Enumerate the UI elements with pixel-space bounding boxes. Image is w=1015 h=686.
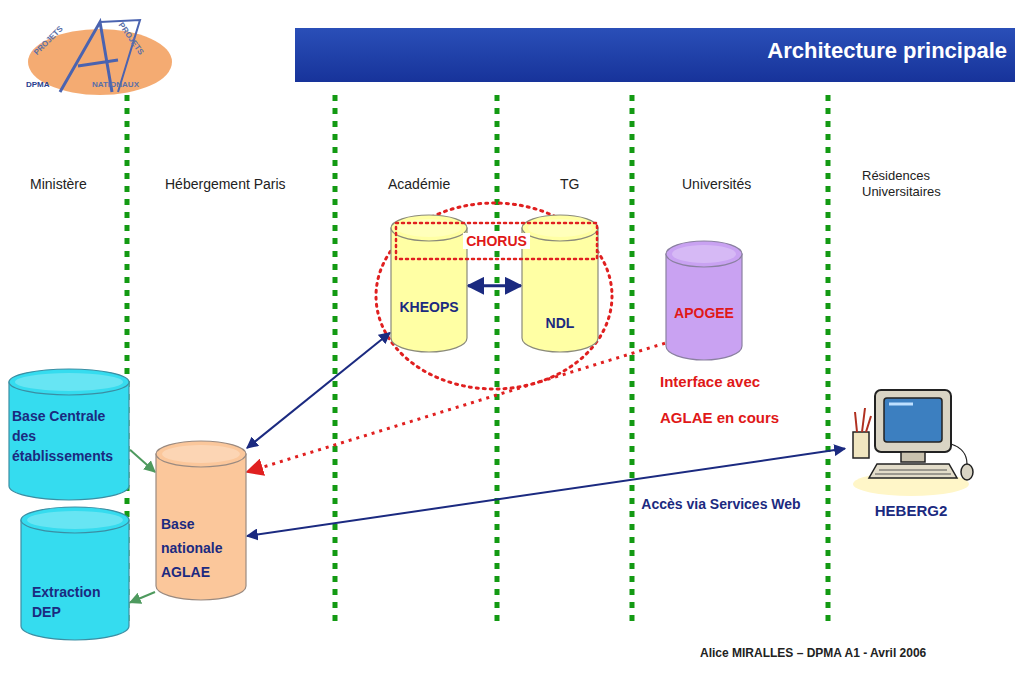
page-title: Architecture principale [767,38,1007,64]
title-slot: Architecture principale [767,38,1007,64]
node-label: KHEOPS [390,298,468,316]
logo [28,20,172,95]
node-text-block: Base Centrale des établissements [12,406,126,466]
connector-arrow [247,333,390,448]
label-slot: Académie [388,176,450,194]
node-outline [665,240,743,360]
label-slot: Accès via Services Web [636,492,806,516]
node-text-block: CHORUS [395,232,598,250]
column-header: TG [560,176,579,194]
node-label: CHORUS [395,232,598,250]
chorus-scope-ellipse [376,203,612,389]
column-header: Universités [682,176,751,194]
label-slot: Universités [682,176,751,194]
column-header: Résidences Universitaires [862,168,982,201]
node-text-block: Base nationale AGLAE [161,512,241,584]
title-banner [295,28,1015,82]
column-header: Académie [388,176,450,194]
node-text-block: KHEOPS [390,298,468,316]
database-cylinder: Base Centrale des établissements [8,368,130,500]
label-slot: Hébergement Paris [165,176,286,194]
node-outline [390,214,468,352]
label-slot: Interface avec AGLAE en cours [660,364,800,436]
connector-arrow [130,592,155,602]
database-cylinder: Extraction DEP [20,506,130,640]
node-label: NDL [521,314,599,332]
interface-note: Interface avec AGLAE en cours [660,364,800,436]
connector-arrow [468,284,521,287]
column-header: Ministère [30,176,87,194]
system-group-box: CHORUS [395,222,598,260]
database-cylinder: APOGEE [665,240,743,360]
label-slot: TG [560,176,579,194]
label-slot: DPMA [26,80,50,90]
node-text-block: NDL [521,314,599,332]
node-text-block: HEBERG2 [845,502,977,520]
logo-text: DPMA [26,80,50,90]
node-outline [521,214,599,352]
node-text-block: APOGEE [665,304,743,322]
database-cylinder: NDL [521,214,599,352]
caption-slot: Alice MIRALLES – DPMA A1 - Avril 2006 [700,646,926,660]
column-separators [127,95,828,628]
node-label: Base Centrale des établissements [12,406,126,466]
node-label: Base nationale AGLAE [161,512,241,584]
node-text-block: Extraction DEP [32,582,118,622]
node-label: APOGEE [665,304,743,322]
connector-arrow [130,450,155,472]
edge-note: Accès via Services Web [636,492,806,516]
column-header: Hébergement Paris [165,176,286,194]
label-slot: Ministère [30,176,87,194]
logo-text: NATIONAUX [92,80,139,90]
database-cylinder: Base nationale AGLAE [155,440,247,600]
label-slot: NATIONAUX [92,80,139,90]
node-label: Extraction DEP [32,582,118,622]
label-slot: Résidences Universitaires [862,168,982,201]
node-label: HEBERG2 [845,502,977,520]
workstation-icon: HEBERG2 [845,382,977,530]
connector-arrow [247,343,665,472]
database-cylinder: KHEOPS [390,214,468,352]
caption: Alice MIRALLES – DPMA A1 - Avril 2006 [700,646,926,660]
connector-arrow [247,449,845,536]
